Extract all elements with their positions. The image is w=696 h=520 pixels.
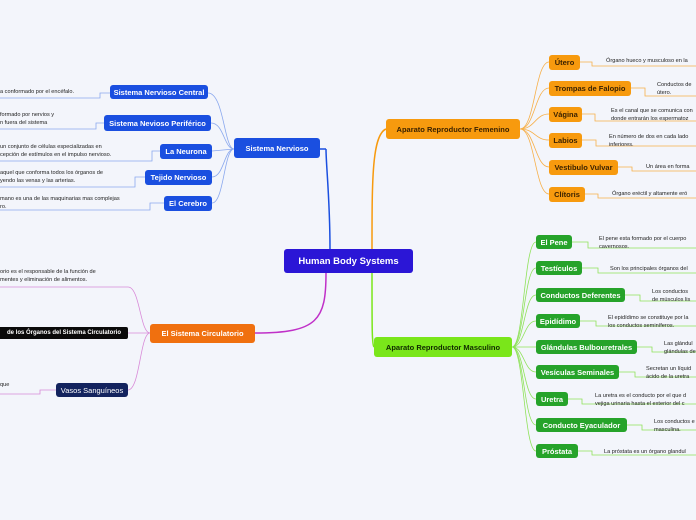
subtopic-organos-circulatorio[interactable]: de los Órganos del Sistema Circulatorio xyxy=(0,327,128,339)
subtopic-trompas-de-falopio[interactable]: Trompas de Falopio xyxy=(549,81,631,96)
subtopic-tejido-nervioso[interactable]: Tejido Nervioso xyxy=(145,170,212,185)
desc-testiculos: Son los principales órganos del xyxy=(610,266,688,272)
subtopic-conducto-eyaculador[interactable]: Conducto Eyaculador xyxy=(536,418,627,432)
subtopic-labios[interactable]: Labios xyxy=(549,133,582,148)
subtopic-uretra[interactable]: Uretra xyxy=(536,392,568,406)
subtopic-la-neurona[interactable]: La Neurona xyxy=(160,144,212,159)
subtopic-epididimo[interactable]: Epidídimo xyxy=(536,314,580,328)
desc-sistema-nervioso-central: a conformado por el encéfalo. xyxy=(0,89,75,95)
desc-sistema-nervioso-periferico: formado por nervios y n fuera del sistem… xyxy=(0,112,55,126)
desc-el-cerebro: mano es una de las maquinarias mas compl… xyxy=(0,196,120,210)
subtopic-vesiculas-seminales[interactable]: Vesículas Seminales xyxy=(536,365,619,379)
desc-epididimo: El epidídimo se constituye por la los co… xyxy=(608,315,689,329)
subtopic-el-pene[interactable]: El Pene xyxy=(536,235,572,249)
subtopic-clitoris[interactable]: Clítoris xyxy=(549,187,585,202)
desc-trompas-de-falopio: Conductos de útero. xyxy=(657,82,692,96)
desc-clitoris: Órgano eréctil y altamente eró xyxy=(612,191,688,197)
desc-vesiculas-seminales: Secretan un líquid ácido de la uretra xyxy=(646,366,692,380)
desc-la-neurona: un conjunto de células especializadas en… xyxy=(0,144,112,158)
desc-vestibulo-vulvar: Un área en forma xyxy=(646,164,690,170)
desc-tejido-nervioso: aquel que conforma todos los órganos de … xyxy=(0,170,103,184)
subtopic-vasos-sanguineos[interactable]: Vasos Sanguíneos xyxy=(56,383,128,397)
desc-vasos-sanguineos: que xyxy=(0,382,10,388)
topic-aparato-reproductor-femenino[interactable]: Aparato Reproductor Femenino xyxy=(386,119,520,139)
desc-vagina: Es el canal que se comunica con donde en… xyxy=(611,108,693,122)
desc-glandulas-bulbouretrales: Las glándul glándulas de xyxy=(664,341,696,355)
subtopic-el-cerebro[interactable]: El Cerebro xyxy=(164,196,212,211)
desc-utero: Órgano hueco y musculoso en la xyxy=(606,58,688,64)
subtopic-vestibulo-vulvar[interactable]: Vestibulo Vulvar xyxy=(549,160,618,175)
center-topic[interactable]: Human Body Systems xyxy=(284,249,413,273)
topic-sistema-circulatorio[interactable]: El Sistema Circulatorio xyxy=(150,324,255,343)
topic-aparato-reproductor-masculino[interactable]: Aparato Reproductor Masculino xyxy=(374,337,512,357)
topic-sistema-nervioso[interactable]: Sistema Nervioso xyxy=(234,138,320,158)
subtopic-conductos-deferentes[interactable]: Conductos Deferentes xyxy=(536,288,625,302)
subtopic-glandulas-bulbouretrales[interactable]: Glándulas Bulbouretrales xyxy=(536,340,637,354)
desc-labios: En número de dos en cada lado inferiores… xyxy=(609,134,689,148)
subtopic-utero[interactable]: Útero xyxy=(549,55,580,70)
desc-el-pene: El pene esta formado por el cuerpo caver… xyxy=(599,236,687,250)
subtopic-sistema-nervioso-central[interactable]: Sistema Nervioso Central xyxy=(110,85,208,99)
desc-conducto-eyaculador: Los conductos e masculina. xyxy=(654,419,695,433)
desc-uretra: La uretra es el conducto por el que d ve… xyxy=(595,393,687,407)
subtopic-sistema-nervioso-periferico[interactable]: Sistema Nevioso Periférico xyxy=(104,115,211,131)
subtopic-prostata[interactable]: Próstata xyxy=(536,444,578,458)
subtopic-vagina[interactable]: Vágina xyxy=(549,107,582,122)
desc-prostata: La próstata es un órgano glandul xyxy=(604,449,686,455)
subtopic-testiculos[interactable]: Testículos xyxy=(536,261,582,275)
desc-sistema-circulatorio: orio es el responsable de la función de … xyxy=(0,269,96,283)
desc-conductos-deferentes: Los conductos de músculos lis xyxy=(652,289,691,303)
